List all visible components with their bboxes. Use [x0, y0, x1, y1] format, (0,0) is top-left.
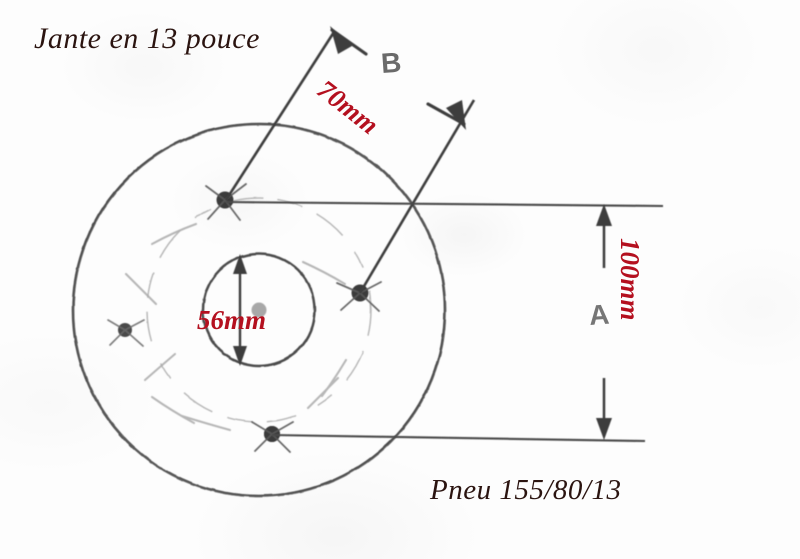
a-arrowhead-down [596, 418, 612, 440]
spoke-scribbles [124, 222, 348, 432]
dimension-marker-b: B [380, 46, 403, 79]
b-arrow-barb-lower [426, 102, 466, 126]
dimension-70mm-B [224, 26, 476, 294]
wheel-center-dot [251, 302, 267, 318]
b-leg-upper [224, 31, 336, 201]
wheel-group [71, 122, 447, 498]
bolt-circle-guide [146, 197, 372, 423]
hub-bore-circle [201, 252, 317, 368]
bore-arrow-head-down [233, 346, 247, 366]
bolt-hole-bottom [251, 421, 294, 453]
page-title: Jante en 13 pouce [34, 22, 260, 55]
bolt-hole-right [336, 281, 382, 312]
tyre-spec-label: Pneu 155/80/13 [430, 474, 622, 506]
dimension-100mm-A [225, 200, 664, 443]
outer-rim-circle-shadow [72, 123, 447, 498]
b-arrow-barb-upper [330, 28, 368, 56]
dimension-56mm-arrows [233, 254, 247, 366]
bore-arrow-head-up [233, 254, 247, 274]
dimension-label-56mm: 56mm [197, 305, 267, 335]
b-leg-lower [358, 99, 476, 294]
dimension-marker-a: A [588, 298, 611, 331]
bolt-holes-group [107, 183, 382, 453]
dimension-label-100mm: 100mm [615, 238, 645, 321]
bolt-hole-left [107, 319, 145, 347]
a-extension-line-top [225, 200, 664, 208]
a-arrowhead-up [596, 204, 612, 226]
a-extension-line-bottom [271, 433, 646, 443]
